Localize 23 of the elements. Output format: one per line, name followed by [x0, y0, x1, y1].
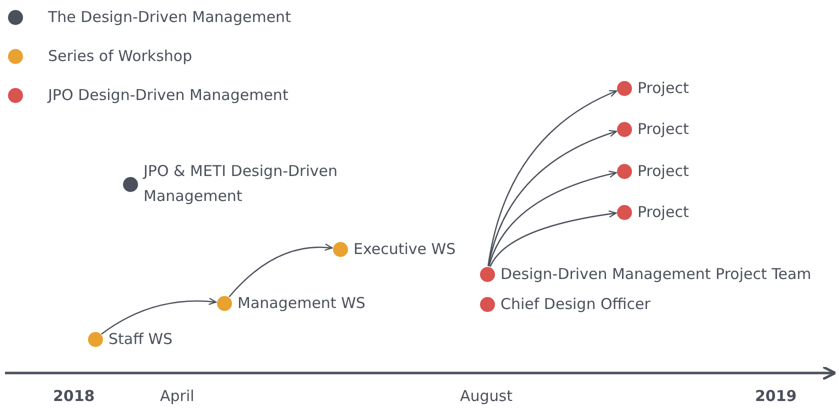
- arrow: [490, 210, 617, 267]
- event-label: Project: [638, 160, 689, 182]
- timeline-label: April: [160, 387, 194, 405]
- legend-label: Series of Workshop: [48, 46, 192, 67]
- event-label: Management WS: [238, 292, 366, 314]
- arrow: [488, 90, 618, 266]
- event-label: JPO & METI Design-Driven Management: [144, 161, 338, 207]
- event-label: Project: [638, 78, 689, 98]
- arrow: [488, 130, 617, 266]
- timeline-label: 2018: [53, 387, 95, 405]
- event-label: Staff WS: [108, 328, 173, 350]
- event-label: Project: [638, 118, 689, 140]
- event-label: Executive WS: [354, 238, 456, 260]
- timeline-label: 2019: [755, 387, 797, 405]
- legend-label: The Design-Driven Management: [48, 7, 291, 28]
- event-label: Project: [638, 202, 689, 222]
- event-label: Design-Driven Management Project Team: [500, 264, 812, 284]
- arrow: [101, 298, 217, 335]
- arrow: [228, 244, 333, 298]
- arrow: [488, 170, 617, 266]
- timeline-label: August: [460, 387, 512, 405]
- legend-label: JPO Design-Driven Management: [48, 85, 288, 106]
- event-label: Chief Design Officer: [500, 294, 650, 314]
